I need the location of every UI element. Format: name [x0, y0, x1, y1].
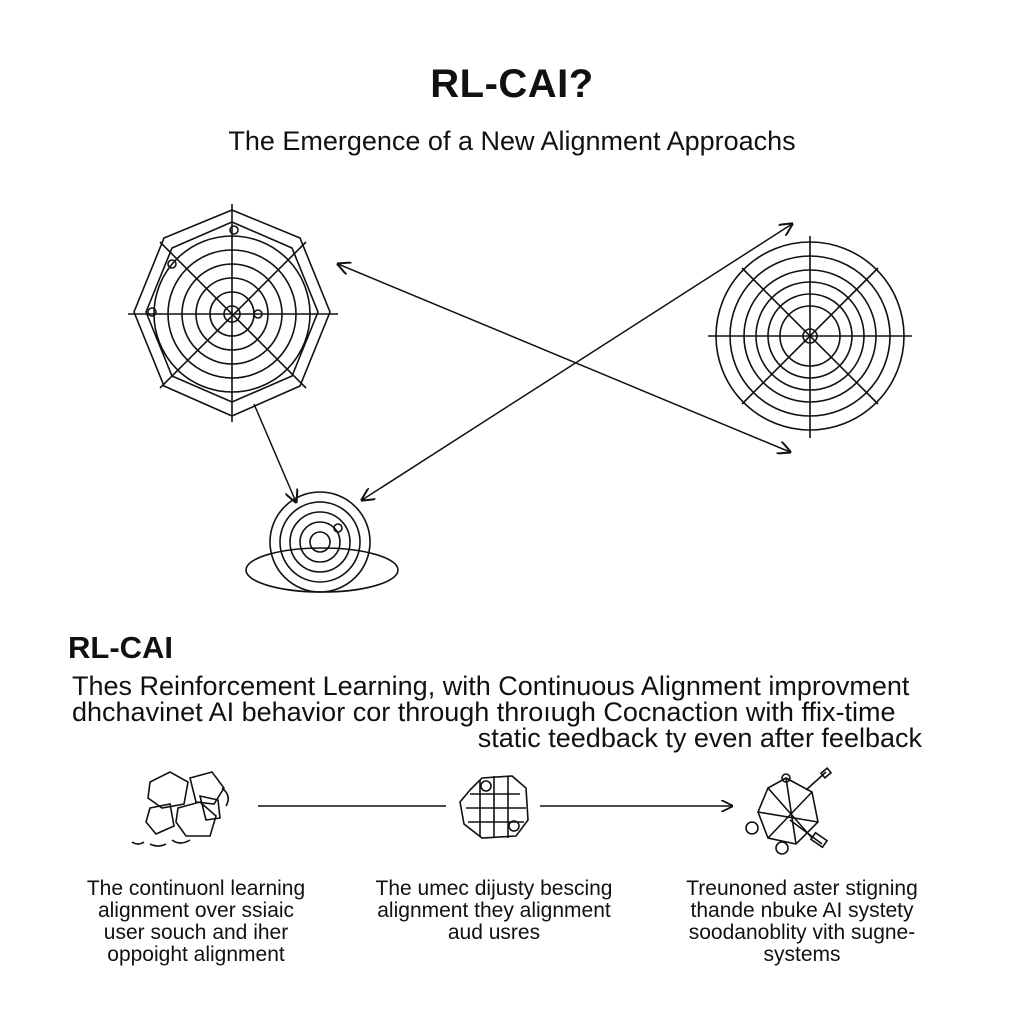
arrow-bottom-to-right [362, 224, 792, 500]
caption-step-2: The umec dijusty bescing alignment they … [344, 878, 644, 944]
page-subtitle: The Emergence of a New Alignment Approac… [228, 126, 796, 156]
section-heading: RL-CAI [68, 630, 174, 665]
concentric-circle-right [708, 236, 912, 438]
caption-step-1: The continuonl learning alignment over s… [46, 878, 346, 966]
description-line-1: Thes Reinforcement Learning, with Contin… [72, 671, 910, 701]
caption-line: The umec dijusty bescing [375, 877, 613, 900]
concentric-circle-left [128, 204, 338, 422]
description-line-3: static teedback ty even after feelback [477, 723, 922, 753]
rock-cluster-icon [131, 771, 230, 847]
concentric-circle-bottom [245, 491, 399, 593]
caption-line: Treunoned aster stigning [686, 877, 918, 900]
caption-line: alignment over ssiaic [97, 899, 295, 922]
network-tool-icon [745, 767, 833, 855]
caption-line: aud usres [447, 921, 541, 944]
caption-line: thande nbuke AI systety [690, 899, 914, 922]
caption-line: soodanoblity vith sugne- [688, 921, 916, 944]
arrow-right-to-left [338, 264, 790, 452]
process-flow [131, 767, 833, 855]
caption-line: systems [763, 943, 841, 966]
alignment-diagram [128, 204, 912, 593]
caption-line: user souch and iher [103, 921, 289, 944]
caption-line: oppoight alignment [107, 943, 285, 966]
page-title: RL-CAI? [430, 62, 594, 106]
caption-step-3: Treunoned aster stigning thande nbuke AI… [652, 878, 952, 966]
grid-cluster-icon [459, 775, 529, 839]
arrow-left-to-bottom [253, 403, 296, 502]
description-line-2: dhchavinet AI behavior cor through throı… [72, 697, 896, 727]
caption-line: alignment they alignment [377, 899, 611, 922]
caption-line: The continuonl learning [86, 877, 306, 900]
